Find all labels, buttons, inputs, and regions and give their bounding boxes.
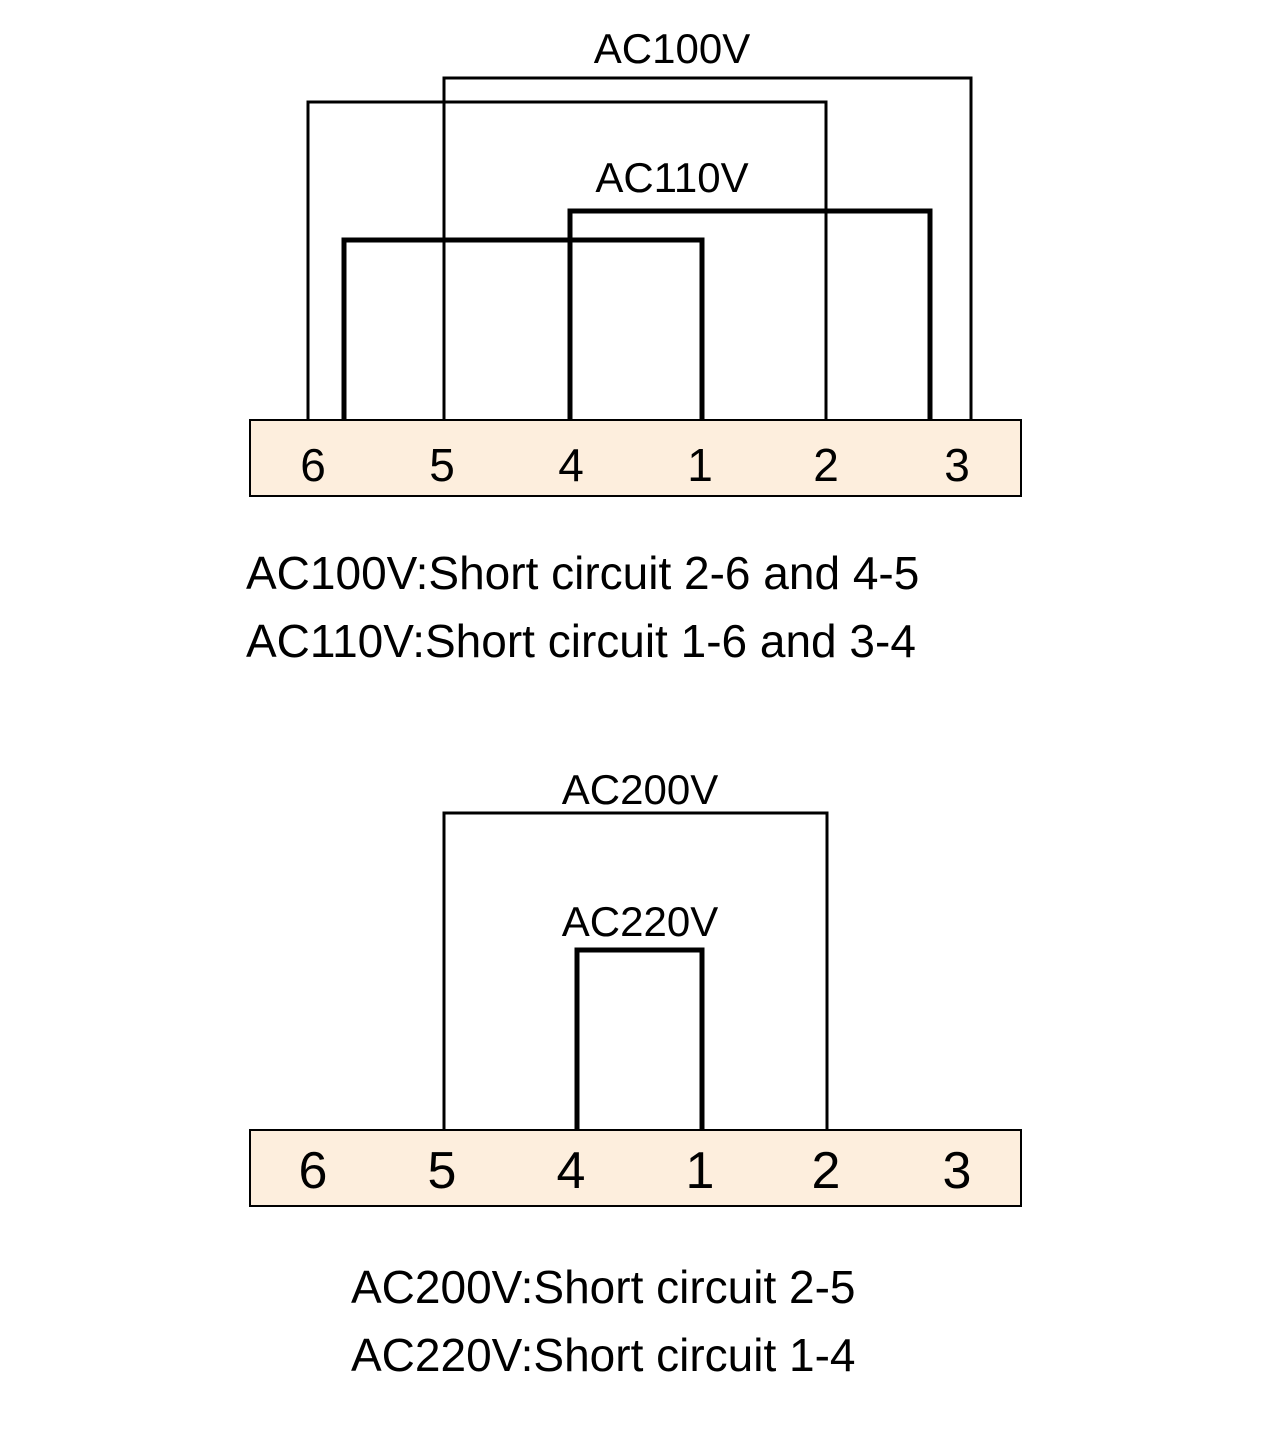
ac100v-label: AC100V: [594, 25, 750, 72]
note-ac100v: AC100V:Short circuit 2-6 and 4-5: [246, 547, 920, 599]
note-ac110v: AC110V:Short circuit 1-6 and 3-4: [246, 615, 916, 667]
terminal-2: 2: [812, 1142, 841, 1200]
terminal-1: 1: [686, 1142, 715, 1200]
terminal-4: 4: [557, 1142, 586, 1200]
terminal-6: 6: [299, 1142, 328, 1200]
ac110v-jumper-3-4: [567, 208, 933, 420]
ac220v-jumper-1-4: [574, 947, 705, 1130]
terminal-2: 2: [813, 439, 839, 491]
ac100v-jumper-4-5: [442, 76, 973, 420]
note-ac220v: AC220V:Short circuit 1-4: [351, 1329, 856, 1381]
terminal-1: 1: [687, 439, 713, 491]
terminal-3: 3: [944, 439, 970, 491]
terminal-5: 5: [428, 1142, 457, 1200]
ac110v-label: AC110V: [595, 154, 748, 201]
top-diagram: AC100V AC110V 6 5 4 1 2 3: [249, 25, 1022, 497]
terminal-3: 3: [943, 1142, 972, 1200]
ac200v-jumper-2-5: [442, 811, 829, 1130]
terminal-5: 5: [429, 439, 455, 491]
terminal-strip-bottom: [249, 1129, 1022, 1207]
terminal-6: 6: [300, 439, 326, 491]
ac110v-jumper-1-6: [341, 237, 705, 420]
bottom-diagram: AC200V AC220V 6 5 4 1 2 3: [249, 766, 1022, 1207]
ac200v-label: AC200V: [562, 766, 718, 813]
note-ac200v: AC200V:Short circuit 2-5: [351, 1261, 856, 1313]
ac100v-jumper-2-6: [306, 100, 828, 420]
ac220v-label: AC220V: [562, 898, 718, 945]
terminal-strip-top: [249, 419, 1022, 497]
terminal-4: 4: [558, 439, 584, 491]
